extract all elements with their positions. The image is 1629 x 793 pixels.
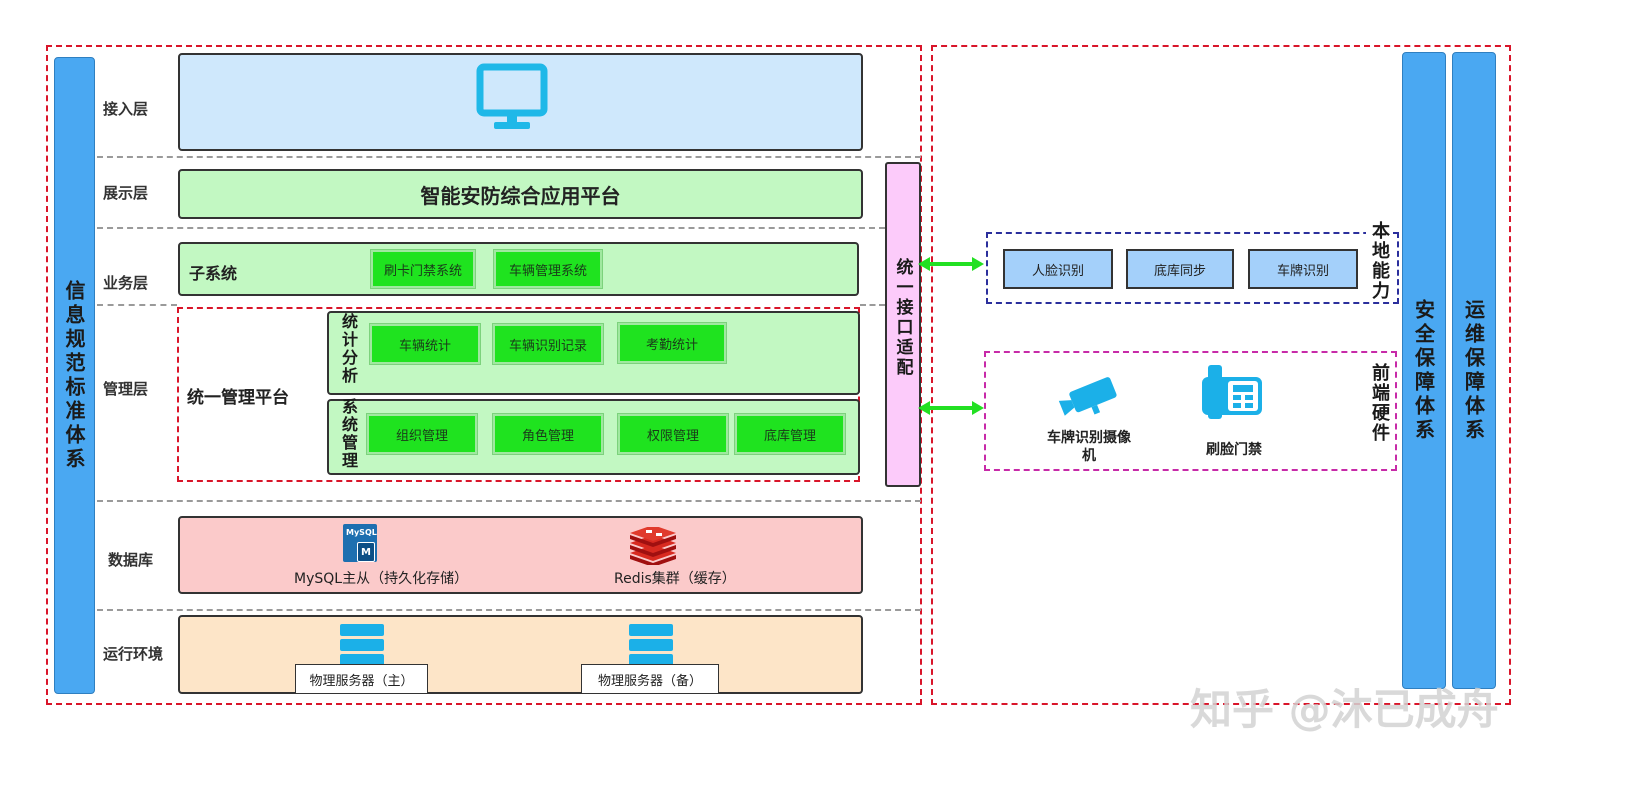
vehicle-recognition-records[interactable]: 车辆识别记录 <box>493 324 603 364</box>
security-assurance-label: 安全保障体系 <box>1411 298 1436 443</box>
monitor-icon <box>476 63 548 129</box>
mysql-badge: M <box>361 546 371 558</box>
system-management-label: 系统管理 <box>339 398 358 470</box>
org-management[interactable]: 组织管理 <box>367 414 477 454</box>
management-layer-frame <box>177 307 860 482</box>
attendance-stats[interactable]: 考勤统计 <box>618 323 726 363</box>
layer-label-business: 业务层 <box>103 274 149 292</box>
base-library-management[interactable]: 底库管理 <box>735 414 845 454</box>
mysql-icon-text: MySQL <box>346 528 377 537</box>
ops-assurance-bar: 运维保障体系 <box>1452 52 1496 689</box>
runtime-layer-panel: 物理服务器（主） 物理服务器（备） <box>178 615 863 694</box>
server-backup-label: 物理服务器（备） <box>581 664 719 694</box>
vehicle-management-system[interactable]: 车辆管理系统 <box>494 250 602 288</box>
stats-analysis-panel: 统计分析 车辆统计 车辆识别记录 考勤统计 <box>327 311 860 395</box>
divider-business-management-right <box>860 304 885 306</box>
frontend-hardware-label: 前端硬件 <box>1369 363 1390 443</box>
info-standard-label: 信息规范标准体系 <box>62 279 86 472</box>
role-management[interactable]: 角色管理 <box>493 414 603 454</box>
base-library-sync[interactable]: 底库同步 <box>1126 249 1234 289</box>
system-management-panel: 系统管理 组织管理 角色管理 权限管理 底库管理 <box>327 398 860 475</box>
display-layer-panel: 智能安防综合应用平台 <box>178 169 863 219</box>
divider-business-management <box>97 304 177 306</box>
security-assurance-bar: 安全保障体系 <box>1402 52 1446 689</box>
divider-management-database <box>97 500 921 502</box>
divider-database-runtime <box>97 609 921 611</box>
layer-label-runtime: 运行环境 <box>103 645 164 663</box>
local-capability-box: 人脸识别 底库同步 车牌识别 <box>986 232 1399 304</box>
layer-label-display: 展示层 <box>103 184 149 202</box>
unified-interface-label: 统一接口适配 <box>892 258 913 378</box>
interface-to-hardware-arrow <box>918 401 984 415</box>
database-layer-panel: MySQL M MySQL主从（持久化存储） Redis集群（缓存） <box>178 516 863 594</box>
unified-management-title: 统一管理平台 <box>187 388 289 408</box>
mysql-label: MySQL主从（持久化存储） <box>294 571 469 587</box>
local-capability-label: 本地能力 <box>1366 221 1392 301</box>
face-recognition[interactable]: 人脸识别 <box>1003 249 1113 289</box>
left-architecture-frame <box>46 45 922 705</box>
plate-recognition[interactable]: 车牌识别 <box>1248 249 1358 289</box>
display-platform-title: 智能安防综合应用平台 <box>420 183 621 208</box>
access-layer-panel <box>178 53 863 151</box>
server-backup-icon <box>629 624 673 666</box>
watermark: 知乎 @沐已成舟 <box>1190 685 1499 734</box>
unified-interface-bar: 统一接口适配 <box>885 162 921 487</box>
ops-assurance-label: 运维保障体系 <box>1461 298 1486 443</box>
layer-label-access: 接入层 <box>103 100 149 118</box>
info-standard-sidebar: 信息规范标准体系 <box>54 57 95 694</box>
right-architecture-frame <box>931 45 1511 705</box>
vehicle-stats[interactable]: 车辆统计 <box>370 324 480 364</box>
plate-camera-label: 车牌识别摄像机 <box>1047 430 1131 464</box>
divider-access-display <box>97 156 921 158</box>
server-main-label: 物理服务器（主） <box>295 664 428 694</box>
face-access-label: 刷脸门禁 <box>1206 442 1262 458</box>
business-layer-panel: 子系统 刷卡门禁系统 车辆管理系统 <box>178 242 859 296</box>
interface-to-local-arrow <box>918 257 984 271</box>
permission-management[interactable]: 权限管理 <box>618 414 728 454</box>
card-access-system[interactable]: 刷卡门禁系统 <box>371 250 475 288</box>
stats-analysis-label: 统计分析 <box>339 313 358 385</box>
divider-display-business <box>97 227 885 229</box>
layer-label-management: 管理层 <box>103 380 149 398</box>
subsystem-title: 子系统 <box>189 264 238 283</box>
redis-icon <box>630 527 676 565</box>
face-access-icon <box>1202 365 1262 419</box>
redis-label: Redis集群（缓存） <box>614 571 736 587</box>
mysql-icon: MySQL M <box>343 524 379 564</box>
frontend-hardware-box: 车牌识别摄像机 刷脸门禁 前端硬件 <box>984 351 1397 471</box>
plate-camera-icon <box>1058 377 1117 416</box>
layer-label-database: 数据库 <box>108 551 154 569</box>
server-main-icon <box>340 624 384 666</box>
